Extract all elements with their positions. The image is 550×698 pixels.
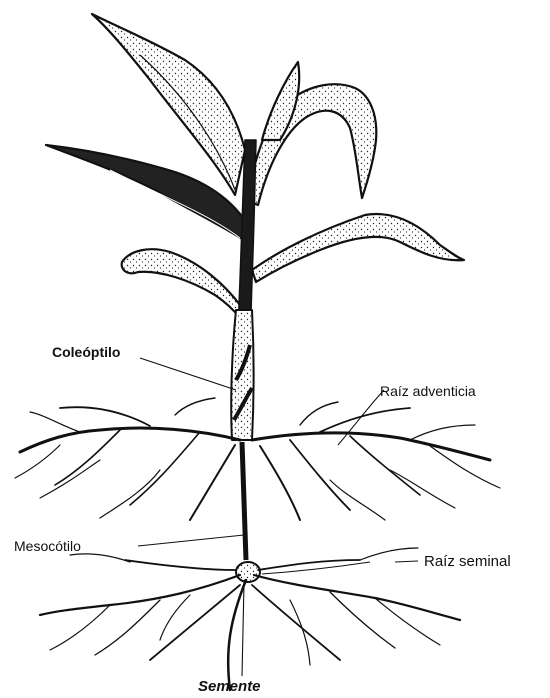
leader-adventitious bbox=[338, 390, 384, 445]
leader-mesocotyl bbox=[138, 535, 244, 546]
coleoptile-sheath bbox=[231, 310, 253, 440]
seed-shape bbox=[236, 562, 260, 582]
leader-seminal bbox=[262, 561, 418, 574]
leader-lines bbox=[138, 358, 418, 676]
label-seminal-root: Raíz seminal bbox=[424, 554, 511, 569]
label-mesocotyl: Mesocótilo bbox=[14, 539, 81, 553]
leaf-middle-right bbox=[252, 214, 464, 282]
leaf-top-right bbox=[246, 84, 376, 205]
label-seed: Semente bbox=[198, 679, 261, 694]
label-adventitious-root: Raíz adventicia bbox=[380, 384, 476, 398]
leaf-lower-left bbox=[122, 249, 240, 318]
mesocotyl-stalk bbox=[242, 442, 246, 560]
leader-seed bbox=[242, 584, 244, 676]
adventitious-roots bbox=[15, 398, 500, 520]
label-coleoptile: Coleóptilo bbox=[52, 345, 120, 359]
leader-coleoptile bbox=[140, 358, 236, 390]
